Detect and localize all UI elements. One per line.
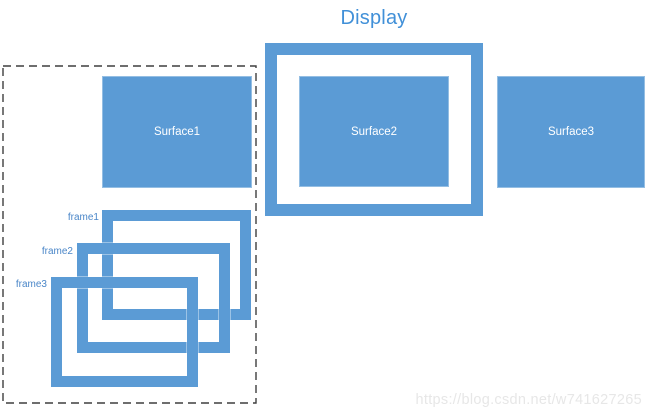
surface3-label: Surface3 <box>547 126 595 138</box>
dashed-rectangle <box>2 65 257 404</box>
offscreen-region-border <box>2 65 258 405</box>
frame1-label: frame1 <box>67 212 99 223</box>
frame3-shape <box>51 277 198 387</box>
surface2-label: Surface2 <box>350 125 398 138</box>
frame2-label: frame2 <box>41 246 73 257</box>
frame2-shape <box>77 243 230 353</box>
surface3-shape: Surface3 <box>497 76 645 188</box>
surface1-label: Surface1 <box>153 126 201 138</box>
watermark: https://blog.csdn.net/w741627265 <box>415 392 642 408</box>
frame1-shape <box>102 210 251 320</box>
surface2-display-frame: Surface2 <box>265 43 483 216</box>
surface1-shape: Surface1 <box>102 76 252 188</box>
surface2-shape: Surface2 <box>299 76 449 187</box>
diagram-title: Display <box>340 7 408 29</box>
frame3-label: frame3 <box>15 279 47 290</box>
